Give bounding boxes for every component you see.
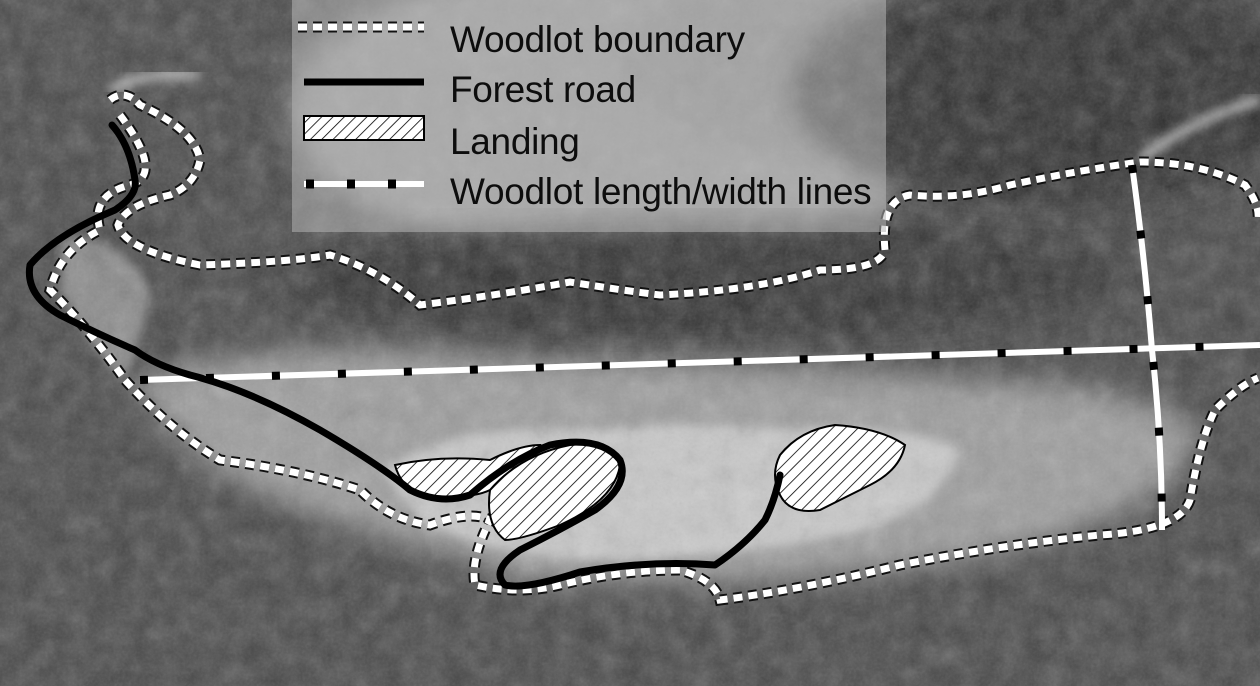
legend-item-landing: Landing bbox=[292, 112, 886, 162]
dotted-boundary-symbol-icon bbox=[298, 21, 424, 33]
hatched-polygon-symbol-icon bbox=[303, 115, 425, 141]
road-line-symbol-icon bbox=[304, 78, 424, 86]
legend-label: Woodlot length/width lines bbox=[450, 171, 872, 212]
woodlot-length-width-lines bbox=[139, 164, 1260, 531]
map-legend: Woodlot boundary Forest road Landing bbox=[292, 0, 886, 232]
forest-road bbox=[25, 121, 784, 590]
measure-line-symbol-icon bbox=[304, 179, 424, 189]
legend-item-length-width-lines: Woodlot length/width lines bbox=[292, 162, 886, 212]
legend-item-forest-road: Forest road bbox=[292, 60, 886, 110]
legend-item-woodlot-boundary: Woodlot boundary bbox=[292, 10, 886, 60]
legend-label: Forest road bbox=[450, 69, 636, 110]
woodlot-boundary bbox=[43, 89, 1260, 607]
legend-label: Woodlot boundary bbox=[450, 19, 745, 60]
legend-label: Landing bbox=[450, 121, 580, 162]
